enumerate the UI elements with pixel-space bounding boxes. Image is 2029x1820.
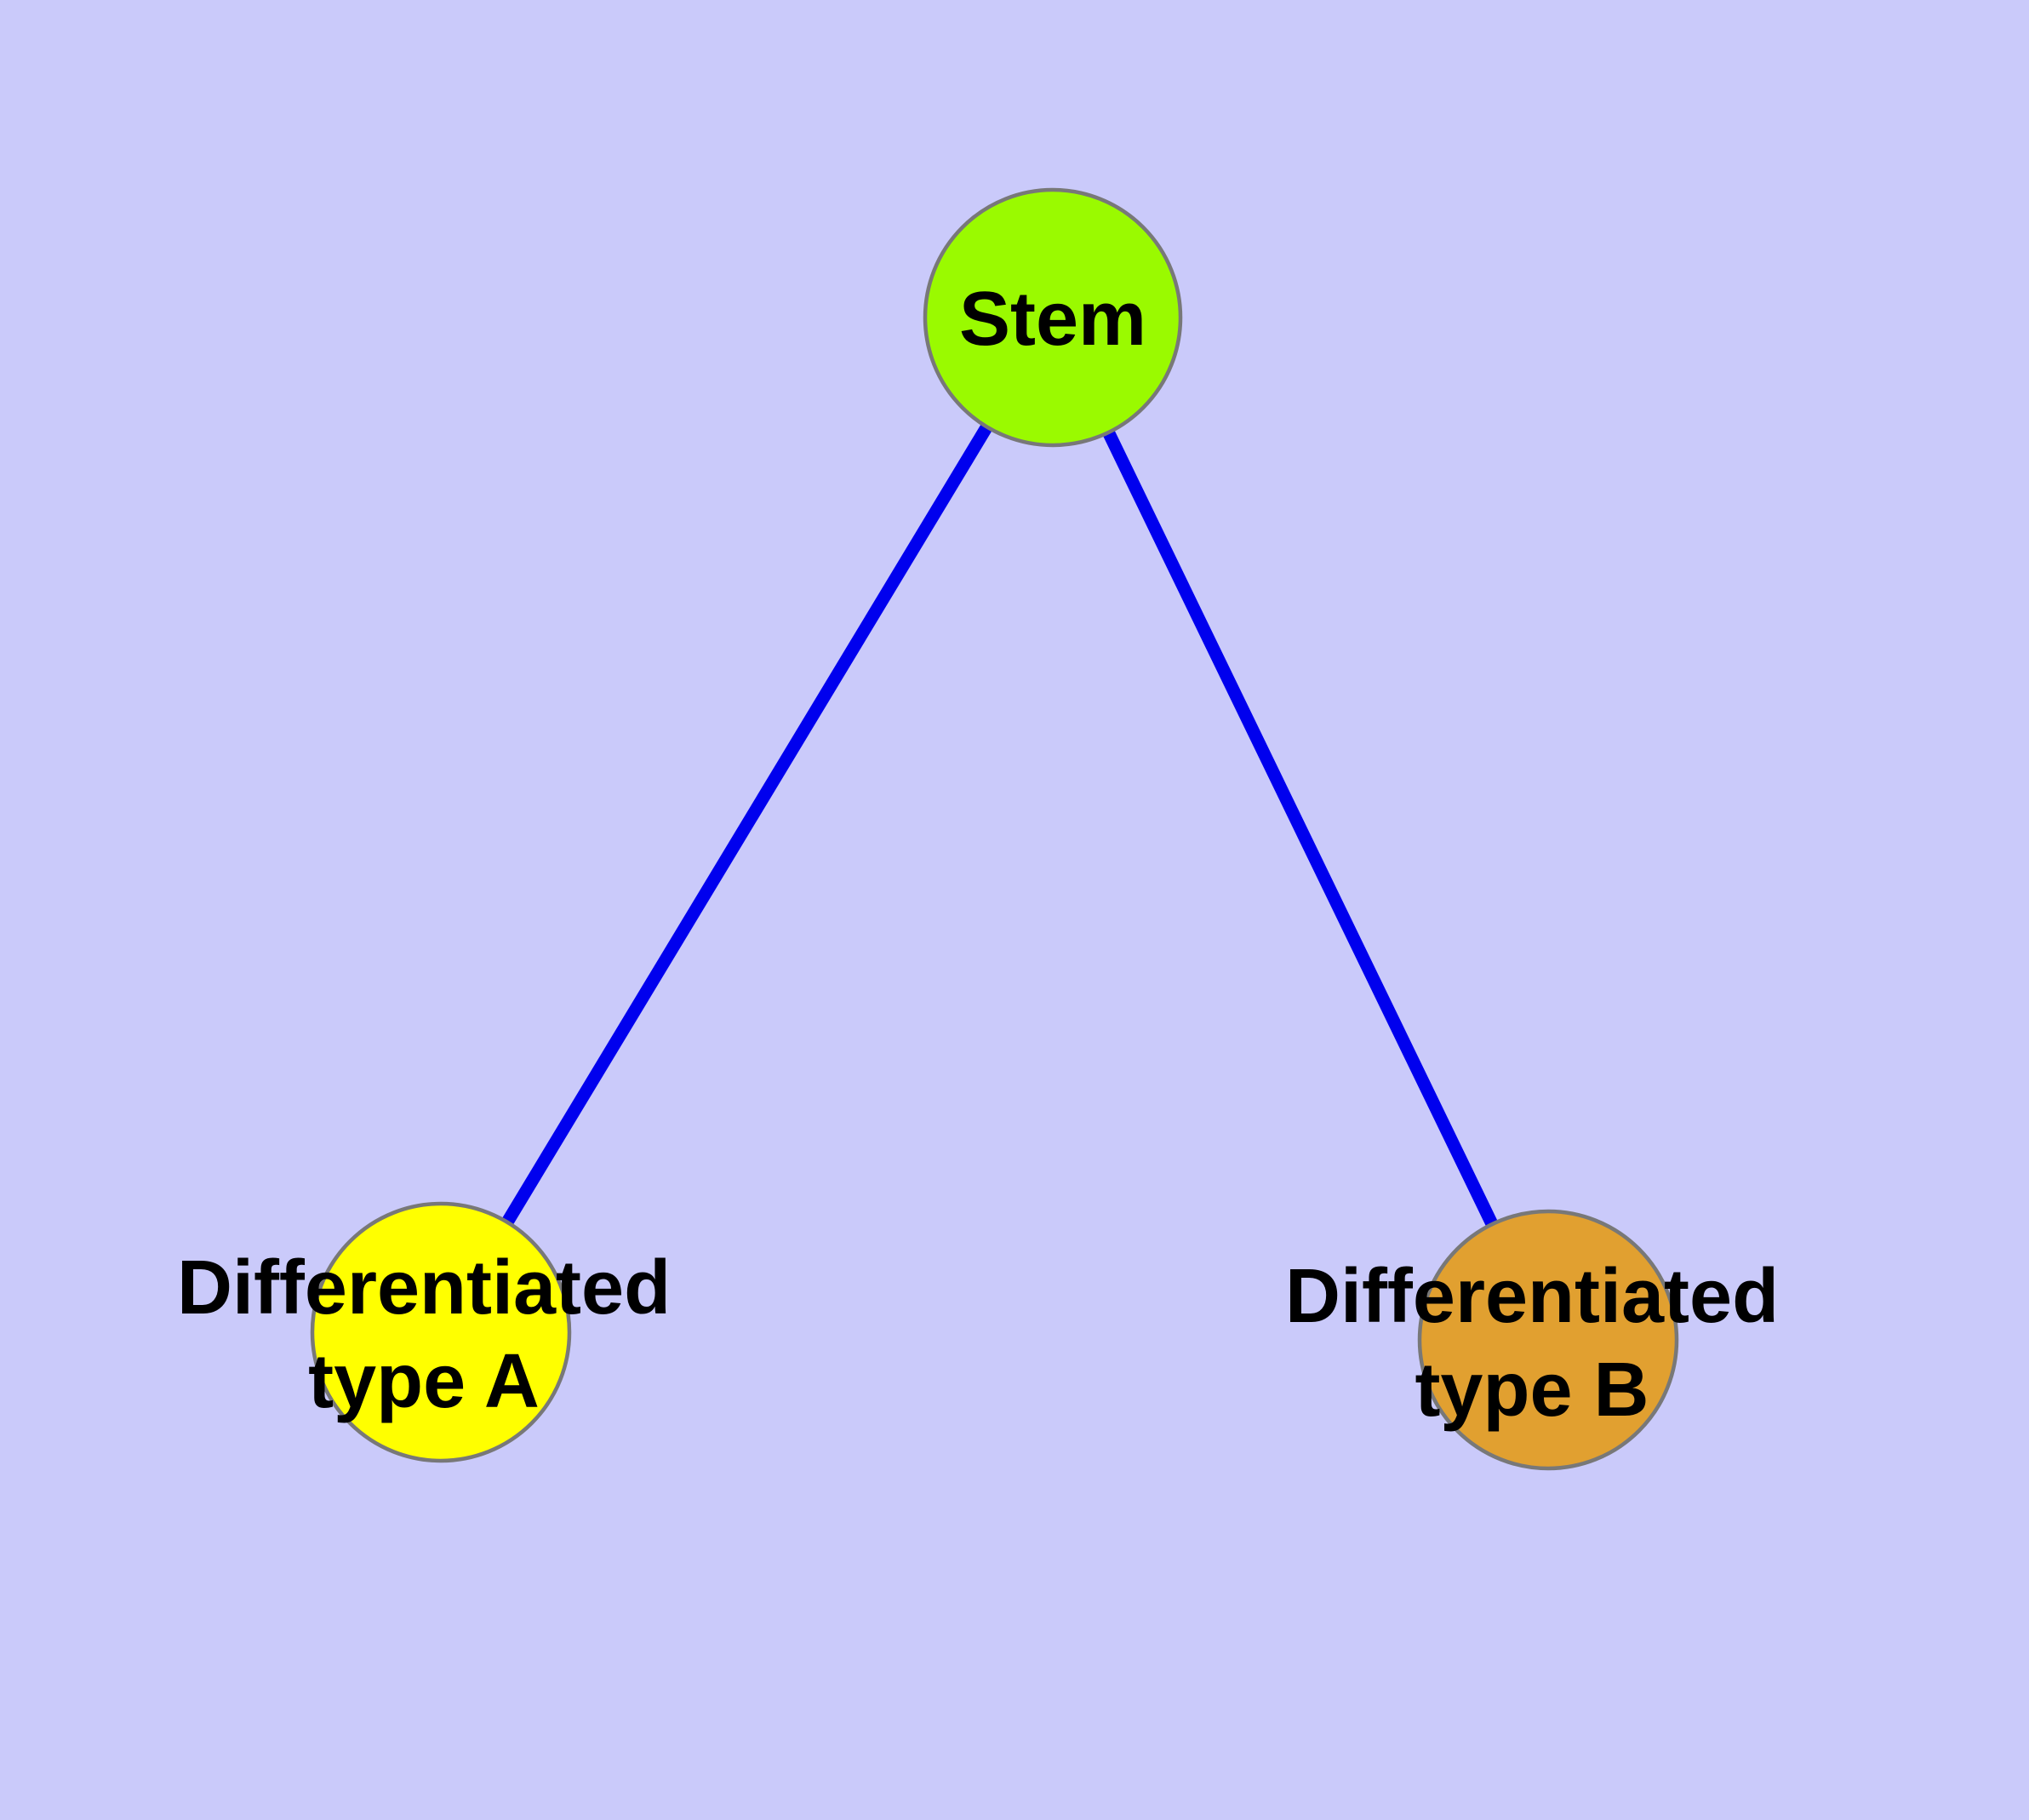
node-type-a-label-line2: type A	[308, 1339, 540, 1424]
edge-stem-to-type-b	[1047, 314, 1554, 1343]
node-type-b-label-line2: type B	[1415, 1348, 1649, 1433]
node-stem-label: Stem	[958, 277, 1147, 362]
node-type-a-circle	[310, 1201, 572, 1463]
node-type-b-label-line1: Differentiated	[1284, 1254, 1780, 1339]
node-type-a-label: Differentiated type A	[177, 1241, 671, 1428]
node-type-b-circle	[1417, 1209, 1679, 1471]
node-type-a-label-line1: Differentiated	[176, 1245, 672, 1331]
node-stem-circle	[923, 187, 1183, 448]
edge-stem-to-type-a	[435, 314, 1059, 1336]
node-type-b-label: Differentiated type B	[1285, 1250, 1779, 1437]
